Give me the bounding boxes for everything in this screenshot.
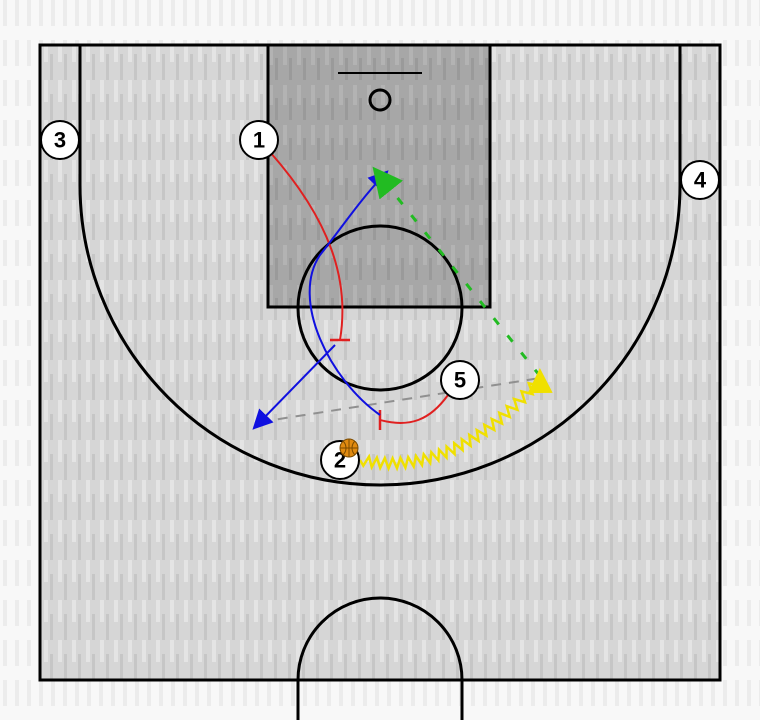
center-circle — [296, 596, 464, 720]
gray-dashed-guide — [259, 377, 541, 423]
dribble-path — [358, 368, 553, 472]
three-point-line — [78, 45, 682, 487]
player-five[interactable]: 5 — [440, 360, 480, 400]
player-three-label: 3 — [54, 128, 66, 153]
play-actions — [252, 151, 553, 472]
player-five-cut-path — [379, 394, 449, 424]
player-four-marker — [680, 160, 720, 200]
player-one-marker — [239, 120, 279, 160]
blue-cut-to-basket — [308, 170, 389, 416]
player-one-label: 1 — [253, 128, 265, 153]
player-one[interactable]: 1 — [239, 120, 279, 160]
court — [38, 43, 722, 720]
paint-area — [266, 43, 492, 309]
blue-cut-to-wing — [252, 344, 336, 430]
player-three-marker — [40, 120, 80, 160]
basketball-icon — [339, 438, 359, 458]
player-four[interactable]: 4 — [680, 160, 720, 200]
player-five-label: 5 — [454, 368, 466, 393]
player-five-marker — [440, 360, 480, 400]
basket-rim — [368, 88, 392, 112]
player-three[interactable]: 3 — [40, 120, 80, 160]
players: 1 2 3 4 5 — [40, 120, 720, 480]
player-one-cut-path — [269, 151, 344, 341]
player-four-label: 4 — [694, 168, 707, 193]
free-throw-circle — [296, 224, 464, 392]
